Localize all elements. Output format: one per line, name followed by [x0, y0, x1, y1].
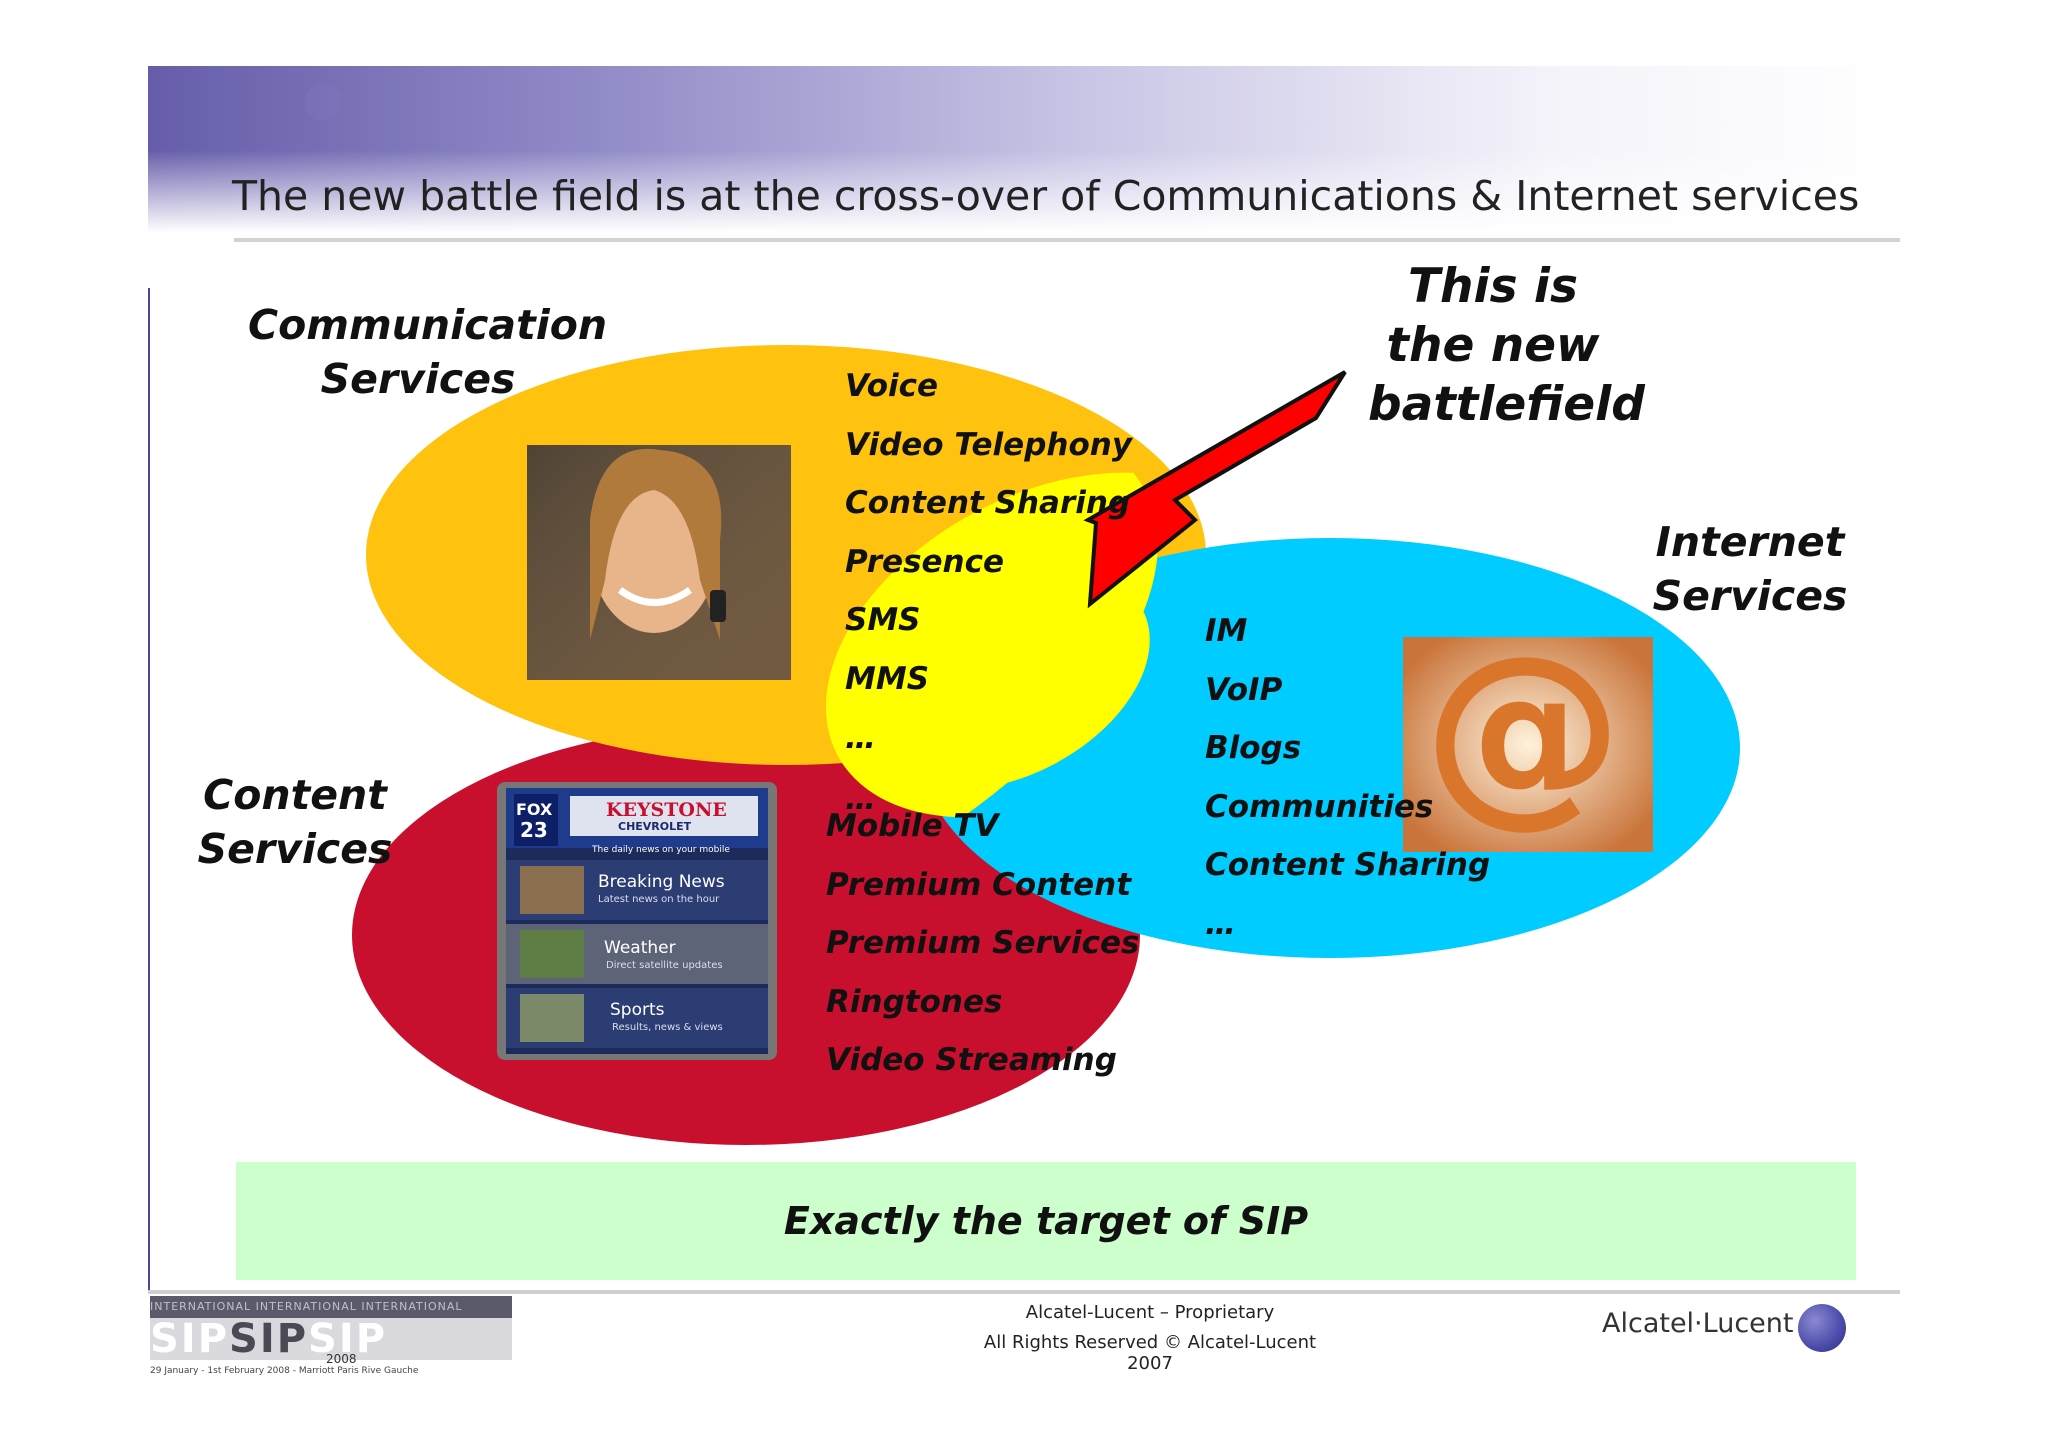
- mobile-sponsor-sub: CHEVROLET: [618, 820, 692, 833]
- sip-event-logo: INTERNATIONAL INTERNATIONAL INTERNATIONA…: [150, 1296, 512, 1380]
- battlefield-callout: This is the new battlefield: [1368, 259, 1645, 432]
- sip-event-dates: 29 January - 1st February 2008 - Marriot…: [150, 1366, 419, 1376]
- content-services-list: Mobile TV Premium Content Premium Servic…: [826, 797, 1140, 1090]
- list-item: Ringtones: [826, 983, 1003, 1020]
- callout-arrow-icon: [1083, 370, 1347, 609]
- internet-services-heading: Internet Services: [1652, 518, 1848, 620]
- mobile-row-title: Weather: [604, 938, 676, 958]
- content-services-heading: Content Services: [197, 771, 393, 873]
- list-item: Video Telephony: [845, 426, 1133, 463]
- left-border: [148, 288, 150, 1290]
- slide-title: The new battle field is at the cross-ove…: [232, 172, 1860, 220]
- target-banner: Exactly the target of SIP: [236, 1162, 1856, 1280]
- footer-proprietary: Alcatel-Lucent – Proprietary: [1025, 1302, 1275, 1323]
- sip-word-right: SIP: [308, 1318, 388, 1360]
- list-item: IM: [1205, 613, 1248, 649]
- at-sign-graphic: [1403, 637, 1653, 852]
- sip-event-word: SIPSIPSIP: [150, 1318, 512, 1360]
- communication-services-heading: Communication Services: [248, 301, 608, 403]
- list-item: VoIP: [1205, 671, 1283, 708]
- list-item: Premium Services: [826, 925, 1140, 962]
- mobile-row-title: Breaking News: [598, 872, 725, 892]
- list-item: …: [845, 719, 876, 756]
- sip-event-year: 2008: [326, 1352, 357, 1366]
- mobile-channel: 23: [520, 818, 548, 842]
- list-item: Blogs: [1205, 730, 1302, 767]
- brand-name: Alcatel·Lucent: [1602, 1308, 1794, 1339]
- list-item: …: [845, 781, 876, 817]
- alcatel-lucent-logo: Alcatel·Lucent: [1602, 1304, 1846, 1352]
- list-item: …: [1205, 905, 1236, 942]
- at-sign-icon: @: [1423, 613, 1623, 846]
- target-banner-text: Exactly the target of SIP: [783, 1199, 1309, 1243]
- list-item: Presence: [845, 543, 1005, 580]
- content-services-ellipsis: …: [845, 770, 876, 829]
- internet-services-list: IM VoIP Blogs Communities Content Sharin…: [1205, 602, 1490, 954]
- mobile-sponsor: KEYSTONE: [606, 799, 727, 821]
- list-item: SMS: [845, 602, 921, 639]
- communication-services-list: Voice Video Telephony Content Sharing Pr…: [845, 357, 1132, 767]
- alcatel-lucent-mark-icon: [1798, 1304, 1846, 1352]
- mobile-row-title: Sports: [610, 1000, 665, 1020]
- footer-copyright: All Rights Reserved © Alcatel-Lucent 200…: [983, 1332, 1317, 1374]
- woman-on-phone-photo: [527, 445, 791, 680]
- list-item: Communities: [1205, 788, 1434, 825]
- sip-event-banner: INTERNATIONAL INTERNATIONAL INTERNATIONA…: [150, 1296, 512, 1318]
- mobile-tagline: The daily news on your mobile: [592, 845, 730, 855]
- mobile-tv-screen: [497, 782, 777, 1060]
- overlap-lower: [870, 570, 1150, 790]
- mobile-row-sub: Direct satellite updates: [606, 960, 723, 971]
- list-item: Premium Content: [826, 866, 1132, 903]
- list-item: Video Streaming: [826, 1042, 1117, 1079]
- list-item: Content Sharing: [1205, 847, 1491, 884]
- mobile-row-sub: Results, news & views: [612, 1022, 723, 1033]
- footer-divider: [148, 1290, 1900, 1294]
- mobile-brand: FOX: [516, 800, 553, 819]
- sip-word-left: SIP: [150, 1318, 230, 1360]
- list-item: Content Sharing: [845, 485, 1131, 522]
- list-item: MMS: [845, 660, 930, 697]
- mobile-row-sub: Latest news on the hour: [598, 894, 720, 905]
- list-item: Mobile TV: [826, 808, 999, 844]
- title-divider: [234, 238, 1900, 242]
- sip-word-mid: SIP: [229, 1318, 309, 1360]
- list-item: Voice: [845, 368, 939, 404]
